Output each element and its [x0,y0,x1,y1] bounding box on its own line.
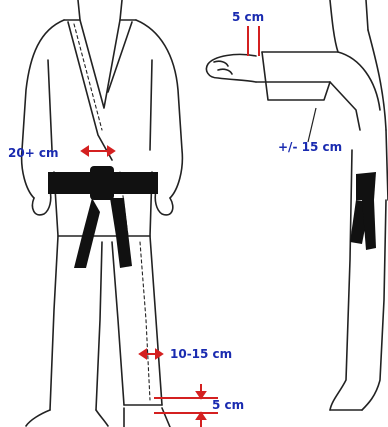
pant-width-label: 10-15 cm [170,347,232,361]
sleeve-gap-label: 5 cm [232,10,264,24]
sleeve-length-pointer [308,108,316,142]
overlap-label: 20+ cm [8,146,59,160]
pant-hem-label: 5 cm [212,398,244,412]
front-view-figure [22,0,183,427]
front-belt [48,166,158,268]
sleeve-length-label: +/- 15 cm [278,140,342,154]
side-belt [350,172,376,250]
